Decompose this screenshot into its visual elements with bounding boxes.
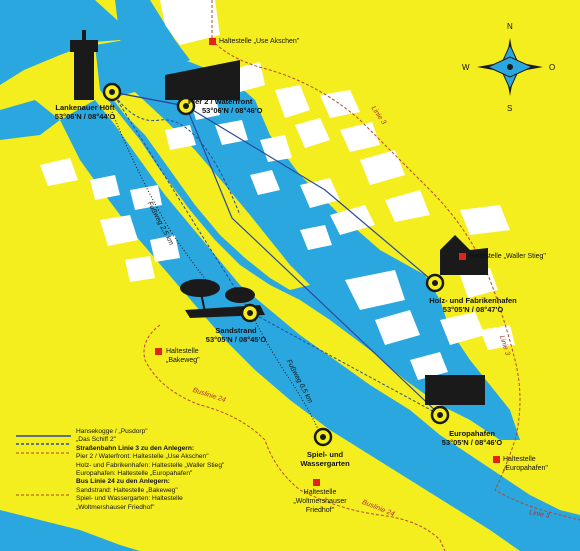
landmark-pier2-hall [165, 60, 240, 100]
compass-rose-icon [477, 38, 543, 96]
stop-markers [102, 82, 450, 447]
island-central [112, 92, 310, 290]
legend-bus-sandstrand: Sandstrand: Haltestelle „Bakeweg" [76, 486, 178, 494]
water-bottom-left [0, 510, 140, 551]
compass-s: S [507, 104, 513, 113]
haltestelle-markers [155, 38, 500, 486]
compass-w: W [462, 63, 470, 72]
bus-line-24 [143, 324, 446, 551]
legend-hansekogge: Hansekogge / „Pusdorp" [76, 428, 148, 435]
legend-sb-europa: Europahafen: Haltestelle „Europahafen" [76, 470, 193, 478]
legend-bus: Bus Linie 24 zu den Anlegern: [76, 478, 170, 486]
compass-o: O [549, 63, 556, 72]
haltestelle-bakeweg: Haltestelle „Bakeweg" [166, 348, 200, 364]
footpath-2-5km [111, 111, 211, 286]
haltestelle-europahafen: Haltestelle „Europahafen" [503, 456, 548, 472]
haltestelle-waller-stieg: Haltestelle „Waller Stieg" [469, 253, 546, 260]
legend-sb-holz: Holz- und Fabrikenhafen: Haltestelle „Wa… [76, 461, 225, 469]
route-schiff-2-dashed [111, 91, 441, 416]
legend-sb-pier2: Pier 2 / Waterfront: Haltestelle „Use Ak… [76, 453, 209, 461]
water-left-arm [0, 100, 60, 140]
haltestelle-friedhof: Haltestelle „Woltmershauser Friedhof" [293, 489, 347, 514]
map-legend: Hansekogge / „Pusdorp" „Das Schiff 2" St… [16, 428, 224, 512]
legend-schiff2: „Das Schiff 2" [76, 436, 116, 444]
legend-strassenbahn: Straßenbahn Linie 3 zu den Anlegern: [76, 444, 195, 452]
stop-europahafen: Europahafen 53°05'N / 08°46'O [441, 429, 503, 447]
stop-pier2: Pier 2 / Waterfront 53°06'N / 08°46'O [188, 97, 263, 115]
footpath-0-5km [251, 314, 323, 439]
legend-bus-friedhof: „Woltmershauser Friedhof" [76, 503, 155, 511]
water-weser-river [60, 100, 580, 551]
stop-lankenauer-hoeft: Lankenauer Höft 53°06'N / 08°44'O [54, 103, 116, 121]
legend-bus-spiel: Spiel- und Wassergarten: Haltestelle [76, 495, 183, 503]
stop-spiel-wassergarten: Spiel- und Wassergarten [300, 450, 350, 468]
stop-sandstrand: Sandstrand 53°05'N / 08°45'O [205, 326, 267, 344]
compass-n: N [507, 22, 513, 31]
stop-holz-fabrikenhafen: Holz- und Fabrikenhafen 53°05'N / 08°47'… [429, 296, 517, 314]
haltestelle-use-akschen: Haltestelle „Use Akschen" [219, 38, 300, 45]
route-dashed-alt [111, 91, 241, 216]
landmark-europa-building [425, 375, 485, 405]
water-top-left [0, 0, 128, 85]
route-hansekogge [111, 91, 436, 284]
landmark-radar-tower [70, 30, 98, 100]
legend-swatches [16, 435, 71, 496]
